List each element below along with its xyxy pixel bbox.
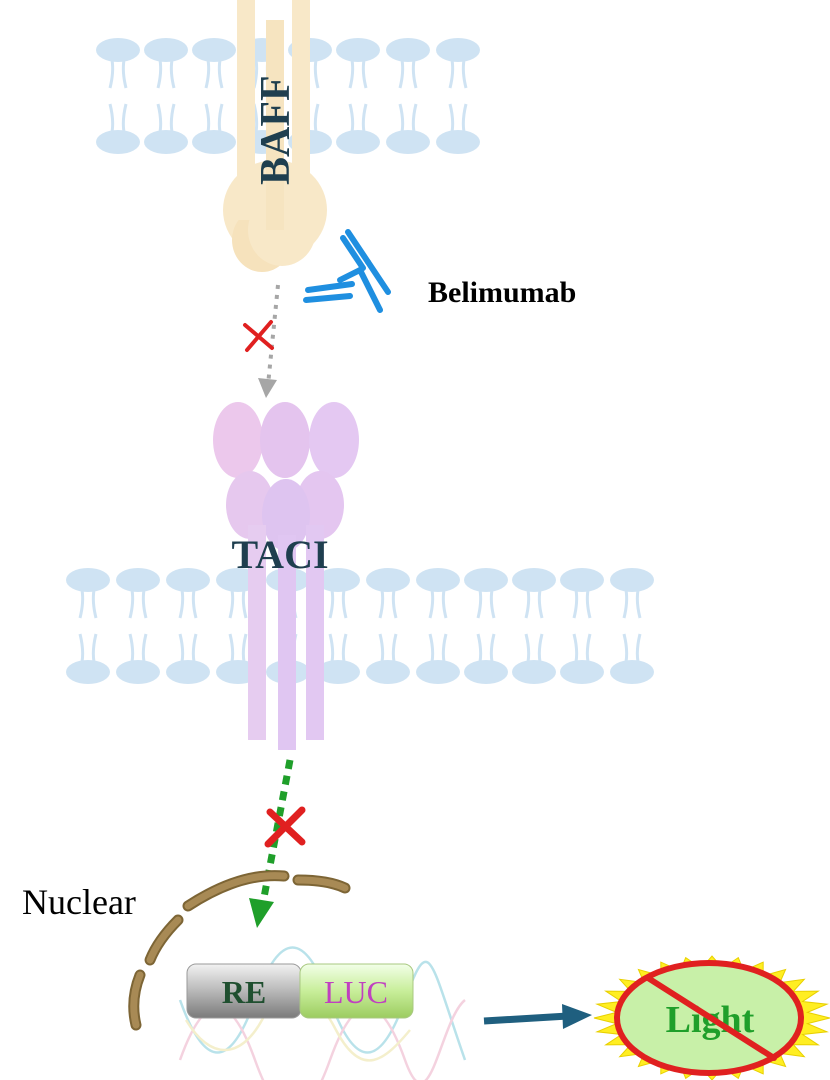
cell-membrane-bottom — [66, 568, 654, 684]
luc-label: LUC — [324, 974, 388, 1010]
belimumab-label: Belimumab — [428, 276, 576, 309]
taci-receptor: TACI — [213, 402, 359, 750]
blocked-signal-x-icon — [264, 806, 306, 848]
output-arrow — [483, 1004, 592, 1029]
re-label: RE — [222, 974, 266, 1010]
blocked-binding-x-icon — [243, 320, 274, 352]
blocked-binding-arrow — [258, 284, 280, 398]
nuclear-envelope — [128, 870, 351, 1031]
baff-ligand: BAFF — [223, 0, 327, 272]
signal-arrow — [249, 759, 294, 928]
luc-element: LUC — [299, 963, 414, 1019]
nuclear-label: Nuclear — [22, 882, 136, 922]
re-element: RE — [186, 963, 302, 1019]
baff-label: BAFF — [253, 75, 299, 185]
belimumab-antibody — [303, 229, 391, 313]
taci-label: TACI — [231, 532, 328, 577]
prohibition-slash-icon — [645, 975, 777, 1061]
light-burst: Light — [593, 955, 830, 1080]
